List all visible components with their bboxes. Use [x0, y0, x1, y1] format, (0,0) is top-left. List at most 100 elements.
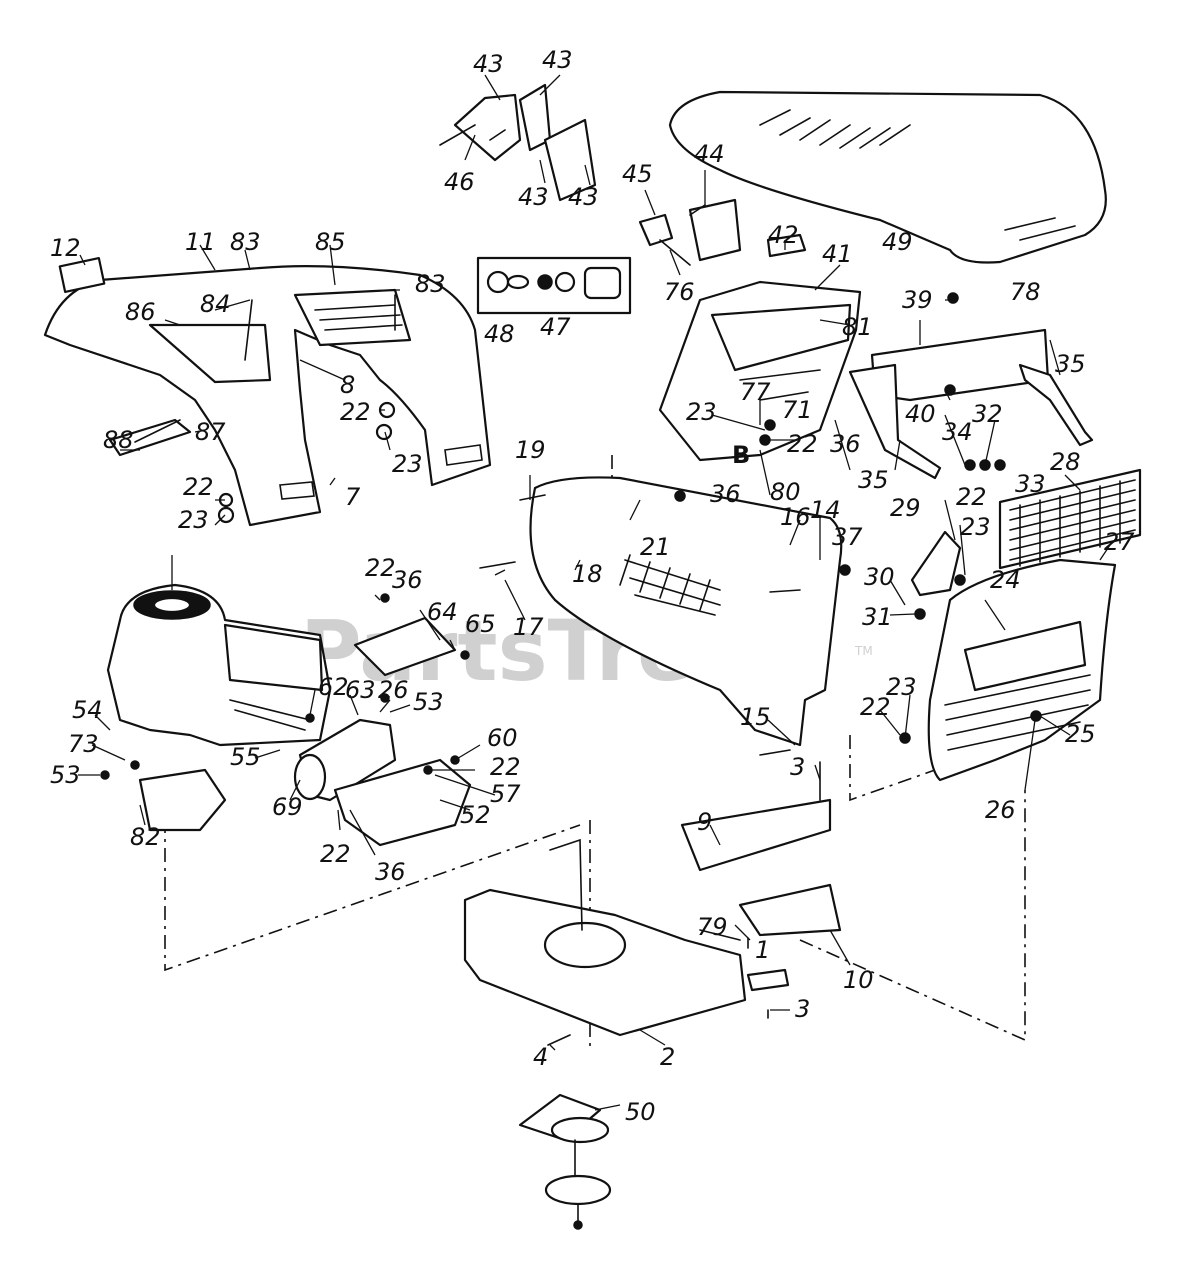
callout-21[interactable]: 21: [640, 533, 671, 561]
callout-33[interactable]: 33: [1015, 470, 1046, 498]
callout-8[interactable]: 8: [340, 371, 355, 399]
emblem-part[interactable]: [58, 257, 106, 293]
callout-53[interactable]: 53: [413, 688, 444, 716]
callout-37[interactable]: 37: [832, 523, 863, 551]
callout-18[interactable]: 18: [572, 560, 603, 588]
callout-22[interactable]: 22: [365, 554, 396, 582]
callout-84[interactable]: 84: [200, 290, 231, 318]
callout-31[interactable]: 31: [862, 603, 893, 631]
callout-50[interactable]: 50: [625, 1098, 656, 1126]
callout-7[interactable]: 7: [345, 483, 361, 511]
callout-47[interactable]: 47: [540, 313, 571, 341]
callout-36[interactable]: 36: [375, 858, 406, 886]
callout-79[interactable]: 79: [697, 913, 728, 941]
callout-22[interactable]: 22: [320, 840, 351, 868]
callout-23[interactable]: 23: [960, 513, 991, 541]
callout-14[interactable]: 14: [810, 496, 841, 524]
mounting-brackets[interactable]: [439, 83, 597, 202]
callout-22[interactable]: 22: [183, 473, 214, 501]
callout-81[interactable]: 81: [842, 313, 873, 341]
callout-43[interactable]: 43: [518, 183, 549, 211]
callout-4[interactable]: 4: [533, 1043, 548, 1071]
front-panel-part[interactable]: [529, 476, 843, 747]
callout-25[interactable]: 25: [1065, 720, 1096, 748]
callout-22[interactable]: 22: [860, 693, 891, 721]
callout-48[interactable]: 48: [484, 320, 515, 348]
callout-43[interactable]: 43: [542, 46, 573, 74]
callout-15[interactable]: 15: [740, 703, 771, 731]
callout-10[interactable]: 10: [843, 966, 874, 994]
callout-16[interactable]: 16: [780, 503, 811, 531]
callout-9[interactable]: 9: [697, 808, 712, 836]
callout-39[interactable]: 39: [902, 286, 933, 314]
callout-44[interactable]: 44: [694, 140, 725, 168]
hood-part[interactable]: [668, 90, 1107, 264]
callout-29[interactable]: 29: [890, 494, 921, 522]
callout-26[interactable]: 26: [985, 796, 1016, 824]
callout-17[interactable]: 17: [513, 613, 544, 641]
callout-55[interactable]: 55: [230, 743, 261, 771]
callout-24[interactable]: 24: [990, 566, 1021, 594]
callout-43[interactable]: 43: [473, 50, 504, 78]
callout-36[interactable]: 36: [392, 566, 423, 594]
callout-32[interactable]: 32: [972, 400, 1003, 428]
callout-41[interactable]: 41: [822, 240, 853, 268]
chassis-part[interactable]: [463, 798, 842, 1037]
callout-71[interactable]: 71: [782, 396, 813, 424]
callout-60[interactable]: 60: [487, 724, 518, 752]
callout-22[interactable]: 22: [956, 483, 987, 511]
nose-part[interactable]: [927, 558, 1117, 782]
callout-86[interactable]: 86: [125, 298, 156, 326]
callout-64[interactable]: 64: [427, 598, 458, 626]
callout-77[interactable]: 77: [740, 378, 771, 406]
engine-part[interactable]: [106, 583, 332, 832]
callout-78[interactable]: 78: [1010, 278, 1041, 306]
callout-3[interactable]: 3: [790, 753, 805, 781]
callout-36[interactable]: 36: [830, 430, 861, 458]
callout-1[interactable]: 1: [755, 936, 770, 964]
callout-11[interactable]: 11: [185, 228, 216, 256]
callout-54[interactable]: 54: [72, 696, 103, 724]
muffler-part[interactable]: [293, 616, 472, 847]
callout-83[interactable]: 83: [230, 228, 261, 256]
callout-46[interactable]: 46: [444, 168, 475, 196]
callout-82[interactable]: 82: [130, 823, 161, 851]
callout-40[interactable]: 40: [905, 400, 936, 428]
callout-49[interactable]: 49: [882, 228, 913, 256]
callout-19[interactable]: 19: [515, 436, 546, 464]
callout-87[interactable]: 87: [195, 418, 226, 446]
callout-65[interactable]: 65: [465, 610, 496, 638]
pulley-part[interactable]: [518, 1093, 612, 1230]
callout-35[interactable]: 35: [858, 466, 889, 494]
dash-panel-part[interactable]: [43, 265, 492, 527]
frame-bars[interactable]: [848, 328, 1094, 480]
callout-83[interactable]: 83: [415, 270, 446, 298]
callout-12[interactable]: 12: [50, 234, 81, 262]
callout-23[interactable]: 23: [686, 398, 717, 426]
callout-88[interactable]: 88: [103, 426, 134, 454]
callout-22[interactable]: 22: [787, 430, 818, 458]
callout-69[interactable]: 69: [272, 793, 303, 821]
callout-80[interactable]: 80: [770, 478, 801, 506]
callout-30[interactable]: 30: [864, 563, 895, 591]
callout-36[interactable]: 36: [710, 480, 741, 508]
callout-23[interactable]: 23: [392, 450, 423, 478]
callout-43[interactable]: 43: [568, 183, 599, 211]
callout-3[interactable]: 3: [795, 995, 810, 1023]
callout-26[interactable]: 26: [378, 676, 409, 704]
callout-27[interactable]: 27: [1104, 528, 1135, 556]
callout-57[interactable]: 57: [490, 780, 521, 808]
callout-63[interactable]: 63: [345, 676, 376, 704]
callout-22[interactable]: 22: [340, 398, 371, 426]
callout-45[interactable]: 45: [622, 160, 653, 188]
callout-85[interactable]: 85: [315, 228, 346, 256]
grille-part[interactable]: [998, 468, 1142, 570]
throttle-bracket[interactable]: [638, 198, 807, 266]
callout-73[interactable]: 73: [68, 730, 99, 758]
callout-2[interactable]: 2: [660, 1043, 675, 1071]
callout-35[interactable]: 35: [1055, 350, 1086, 378]
callout-22[interactable]: 22: [490, 753, 521, 781]
callout-42[interactable]: 42: [768, 221, 799, 249]
dash-support-part[interactable]: [658, 280, 862, 462]
callout-52[interactable]: 52: [460, 801, 491, 829]
